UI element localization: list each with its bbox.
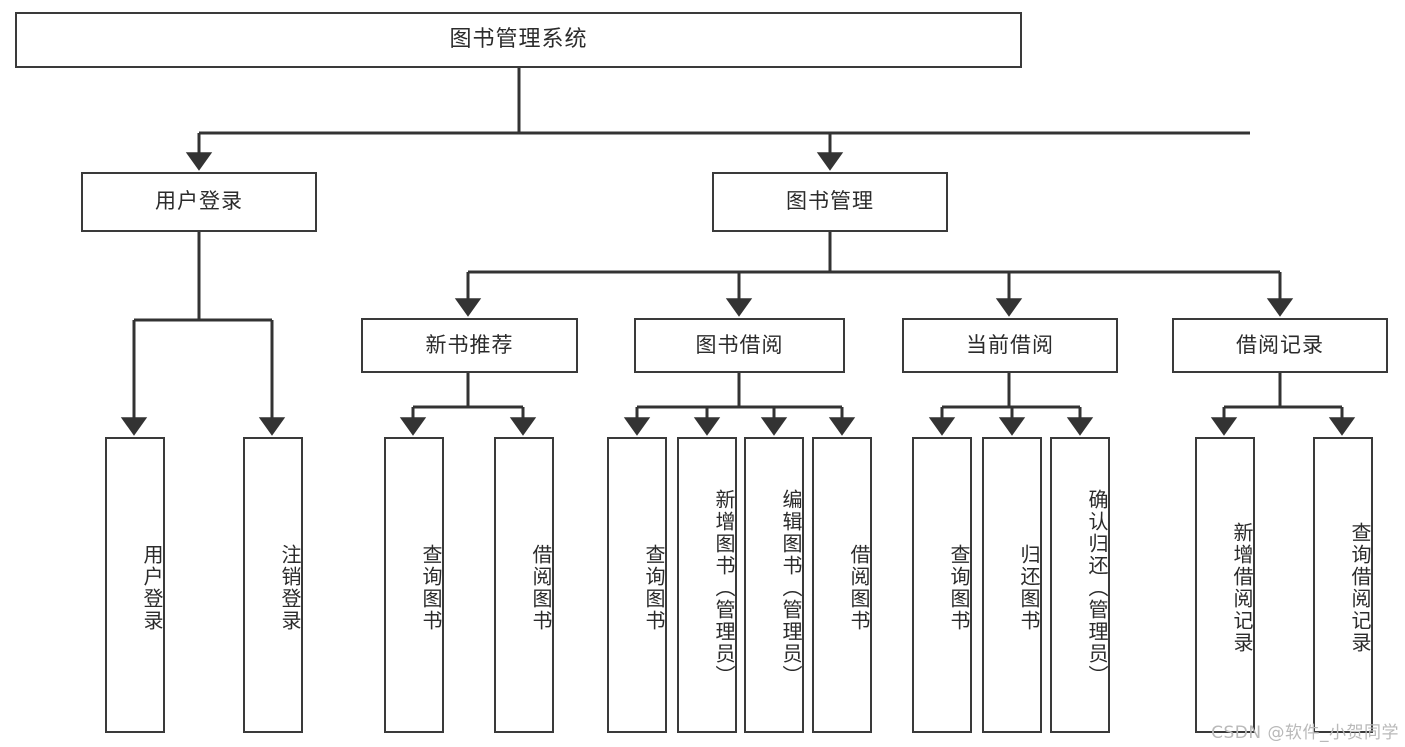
leaf-label: 借阅图书 bbox=[847, 544, 871, 632]
leaf-user-login-signin[interactable]: 用户登录 bbox=[105, 437, 165, 733]
leaf-label: 新增图书（管理员） bbox=[712, 489, 736, 687]
node-borrow-records-label: 借阅记录 bbox=[1236, 332, 1324, 357]
leaf-borrow-edit-book-admin[interactable]: 编辑图书（管理员） bbox=[744, 437, 804, 733]
leaf-current-confirm-return-admin[interactable]: 确认归还（管理员） bbox=[1050, 437, 1110, 733]
node-user-login[interactable]: 用户登录 bbox=[81, 172, 317, 232]
node-current-borrow-label: 当前借阅 bbox=[966, 332, 1054, 357]
leaf-label: 注销登录 bbox=[278, 544, 302, 632]
leaf-current-query-book[interactable]: 查询图书 bbox=[912, 437, 972, 733]
node-book-borrow[interactable]: 图书借阅 bbox=[634, 318, 845, 373]
node-current-borrow[interactable]: 当前借阅 bbox=[902, 318, 1118, 373]
leaf-label: 编辑图书（管理员） bbox=[779, 489, 803, 687]
node-book-management-label: 图书管理 bbox=[786, 189, 874, 214]
leaf-label: 新增借阅记录 bbox=[1230, 522, 1254, 654]
leaf-label: 查询图书 bbox=[947, 544, 971, 632]
leaf-new-books-query[interactable]: 查询图书 bbox=[384, 437, 444, 733]
node-root-system[interactable]: 图书管理系统 bbox=[15, 12, 1022, 68]
node-book-borrow-label: 图书借阅 bbox=[695, 332, 784, 357]
leaf-label: 用户登录 bbox=[140, 544, 164, 632]
leaf-label: 查询借阅记录 bbox=[1348, 522, 1372, 654]
leaf-records-query-record[interactable]: 查询借阅记录 bbox=[1313, 437, 1373, 733]
leaf-borrow-borrow-book[interactable]: 借阅图书 bbox=[812, 437, 872, 733]
leaf-borrow-query-book[interactable]: 查询图书 bbox=[607, 437, 667, 733]
leaf-user-login-signout[interactable]: 注销登录 bbox=[243, 437, 303, 733]
node-new-book-recommend-label: 新书推荐 bbox=[425, 332, 514, 357]
leaf-label: 归还图书 bbox=[1017, 544, 1041, 632]
node-book-management[interactable]: 图书管理 bbox=[712, 172, 948, 232]
leaf-current-return-book[interactable]: 归还图书 bbox=[982, 437, 1042, 733]
leaf-new-books-borrow[interactable]: 借阅图书 bbox=[494, 437, 554, 733]
node-new-book-recommend[interactable]: 新书推荐 bbox=[361, 318, 578, 373]
leaf-label: 确认归还（管理员） bbox=[1085, 489, 1109, 687]
csdn-watermark: CSDN @软件_小贺同学 bbox=[1211, 723, 1399, 743]
node-root-label: 图书管理系统 bbox=[449, 26, 588, 52]
node-borrow-records[interactable]: 借阅记录 bbox=[1172, 318, 1388, 373]
leaf-label: 查询图书 bbox=[419, 544, 443, 632]
node-user-login-label: 用户登录 bbox=[155, 189, 243, 214]
leaf-borrow-add-book-admin[interactable]: 新增图书（管理员） bbox=[677, 437, 737, 733]
leaf-label: 查询图书 bbox=[642, 544, 666, 632]
leaf-records-add-record[interactable]: 新增借阅记录 bbox=[1195, 437, 1255, 733]
leaf-label: 借阅图书 bbox=[529, 544, 553, 632]
